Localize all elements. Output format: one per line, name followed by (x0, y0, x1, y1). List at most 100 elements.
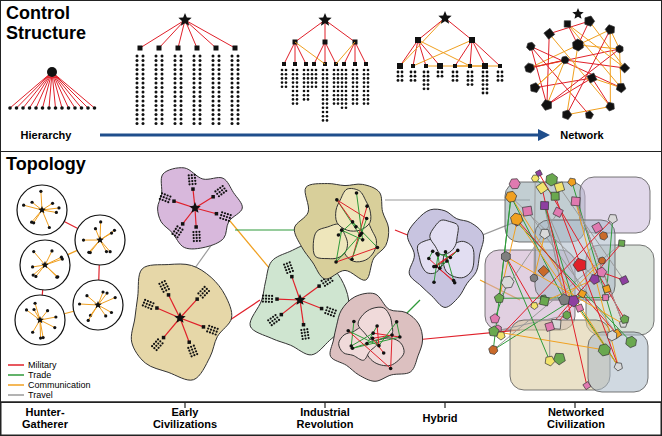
legend-row: Military (8, 360, 91, 370)
link-line (314, 42, 325, 64)
dot (155, 113, 158, 116)
dot (188, 183, 190, 185)
link-line (52, 72, 69, 108)
dot (363, 81, 366, 84)
link-line (325, 20, 355, 42)
panel: Topology (0, 151, 662, 403)
link-line (336, 230, 342, 262)
dot (371, 337, 375, 341)
dot (142, 64, 145, 67)
link-line (225, 215, 275, 275)
dot (352, 73, 355, 76)
dot (333, 81, 336, 84)
dot (332, 308, 334, 310)
dot (326, 115, 329, 118)
dot (204, 294, 206, 296)
era-label: Hybrid (405, 412, 475, 424)
dot (237, 68, 240, 71)
shape-node (501, 251, 510, 261)
dot (161, 281, 163, 283)
dot (177, 229, 179, 231)
dot (352, 94, 355, 97)
link-line (511, 197, 564, 300)
dot (231, 59, 234, 62)
dot (296, 81, 299, 84)
dot (199, 240, 201, 242)
dot (199, 77, 202, 80)
dot (161, 288, 163, 290)
dot (452, 71, 455, 74)
dot (325, 309, 327, 311)
dot (337, 94, 340, 97)
shape-node (598, 344, 610, 356)
link-line (434, 255, 438, 282)
link-line (180, 318, 189, 342)
dot (212, 104, 215, 107)
square-node (211, 195, 215, 199)
dot (311, 81, 314, 84)
dot (47, 67, 57, 77)
dot (311, 69, 314, 72)
dot (271, 301, 273, 303)
dot (174, 82, 177, 85)
dot (327, 313, 329, 315)
dot (322, 102, 325, 105)
link-line (180, 299, 197, 318)
dot (142, 73, 145, 76)
dot (155, 104, 158, 107)
legend-text: Trade (28, 370, 51, 380)
dot (180, 104, 183, 107)
dot (482, 87, 485, 90)
dot (193, 113, 196, 116)
dot (155, 109, 158, 112)
dot (194, 347, 196, 349)
shape-node (540, 229, 550, 239)
dot (199, 237, 201, 239)
dot (423, 71, 426, 74)
link-line (295, 20, 325, 42)
dot (180, 73, 183, 76)
dot (82, 238, 85, 241)
dot (155, 95, 158, 98)
dot (195, 231, 197, 233)
dot (315, 86, 318, 89)
dot (136, 109, 139, 112)
dot (161, 77, 164, 80)
link-line (353, 222, 378, 248)
dot (136, 91, 139, 94)
dot (212, 77, 215, 80)
dot (307, 331, 309, 333)
dot (285, 81, 288, 84)
dot (363, 77, 366, 80)
dot (174, 113, 177, 116)
link-line (549, 327, 550, 361)
shape-node (536, 182, 548, 194)
star-node (572, 8, 583, 19)
dot (367, 69, 370, 72)
dot (218, 191, 220, 193)
dot (218, 77, 221, 80)
dot (307, 94, 310, 97)
link-line (527, 211, 616, 334)
panel-heading: Control Structure (1, 1, 111, 43)
shape-node (605, 25, 614, 35)
dot (199, 82, 202, 85)
dot (161, 55, 164, 58)
shape-node (607, 331, 616, 341)
dot (142, 55, 145, 58)
dot (218, 55, 221, 58)
dot (333, 77, 336, 80)
link-line (493, 243, 621, 350)
dot (401, 71, 404, 74)
dot (423, 75, 426, 78)
dot (231, 104, 234, 107)
dot (225, 219, 227, 221)
dot (194, 183, 196, 185)
dot (325, 281, 327, 283)
link-line (140, 20, 185, 48)
dot (218, 95, 221, 98)
dot (311, 73, 314, 76)
dot (341, 107, 344, 110)
band-circle (17, 185, 67, 235)
dot (456, 75, 459, 78)
